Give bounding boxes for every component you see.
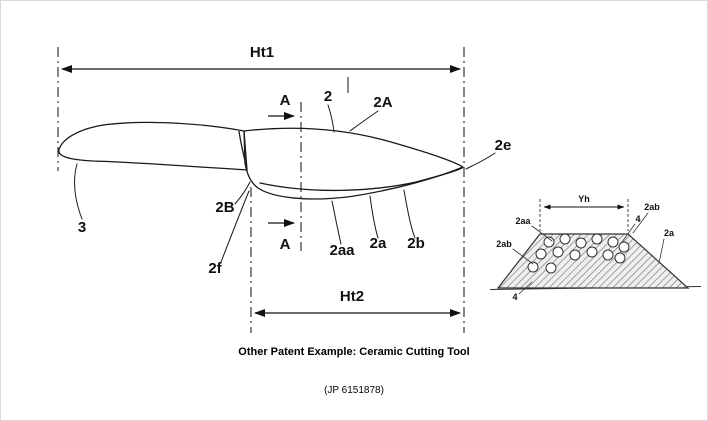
- label-yh: Yh: [578, 194, 590, 204]
- inset-leaders: [512, 212, 665, 295]
- label-inset-2ab-left: 2ab: [496, 239, 512, 249]
- label-2b: 2b: [407, 235, 425, 252]
- pore-circle: [535, 248, 547, 260]
- knife-handle-outline: [58, 121, 248, 171]
- label-inset-2ab-right: 2ab: [644, 202, 660, 212]
- leader-inset-2ab-left: [512, 248, 534, 265]
- knife-blade-outline: [243, 127, 464, 200]
- knife-drawing: [58, 121, 464, 200]
- leader-bolster-2B: [234, 181, 251, 205]
- inset-labels: Yh 2aa 2ab 2ab 4 2a 4: [496, 194, 675, 302]
- leader-edge-2a: [369, 195, 379, 239]
- label-section-a-bottom: A: [280, 236, 291, 253]
- label-inset-2a: 2a: [664, 228, 675, 238]
- label-inset-4-top: 4: [635, 214, 640, 224]
- patent-number: (JP 6151878): [324, 385, 384, 396]
- label-2B: 2B: [215, 199, 234, 216]
- pore-circle: [569, 249, 581, 261]
- pore-circle: [607, 236, 619, 248]
- leader-inset-4-top: [621, 223, 636, 243]
- label-2A: 2A: [373, 94, 392, 111]
- pore-circle: [618, 241, 630, 253]
- dimension-arrows: [61, 65, 461, 317]
- pore-circle: [543, 236, 555, 248]
- label-inset-2aa: 2aa: [515, 216, 531, 226]
- leader-edge-2aa: [331, 200, 342, 245]
- pore-circle: [527, 261, 539, 273]
- construction-lines: [57, 47, 465, 333]
- leader-inset-2ab-right: [632, 212, 649, 234]
- cross-section-inset: Yh 2aa 2ab 2ab 4 2a 4: [489, 194, 702, 302]
- pore-circle: [559, 233, 571, 245]
- leader-handle-3: [74, 163, 83, 220]
- leader-blade-2: [327, 104, 335, 133]
- bolster-line: [238, 130, 248, 170]
- pore-circle: [575, 237, 587, 249]
- pore-circle: [614, 252, 626, 264]
- leader-tip-2e: [465, 152, 496, 170]
- leader-heel-2f: [220, 190, 250, 263]
- leader-inset-2aa: [531, 225, 553, 242]
- blade-bevel-line: [259, 167, 463, 192]
- figure-caption: Other Patent Example: Ceramic Cutting To…: [238, 346, 470, 358]
- pore-circle: [602, 249, 614, 261]
- leader-inset-4-bottom: [518, 281, 533, 295]
- label-2e: 2e: [495, 137, 512, 154]
- leader-blade-2A: [349, 110, 379, 132]
- pore-circle: [586, 246, 598, 258]
- leader-lines: [74, 104, 496, 263]
- label-ht1: Ht1: [250, 44, 274, 61]
- label-3: 3: [78, 219, 86, 236]
- pore-circle: [591, 233, 603, 245]
- leader-edge-2b: [403, 189, 416, 239]
- label-2: 2: [324, 88, 332, 105]
- label-2a: 2a: [370, 235, 387, 252]
- leader-inset-2a: [658, 238, 665, 264]
- inset-pores: [527, 233, 630, 274]
- label-section-a-top: A: [280, 92, 291, 109]
- pore-circle: [552, 246, 564, 258]
- main-labels: Ht1 Ht2 A A 2 2A 2e 2B 3 2f 2aa 2a 2b: [78, 44, 512, 305]
- label-inset-4-bottom: 4: [512, 292, 517, 302]
- pore-circle: [545, 262, 557, 274]
- label-2aa: 2aa: [329, 242, 355, 259]
- label-2f: 2f: [208, 260, 222, 277]
- label-ht2: Ht2: [340, 288, 364, 305]
